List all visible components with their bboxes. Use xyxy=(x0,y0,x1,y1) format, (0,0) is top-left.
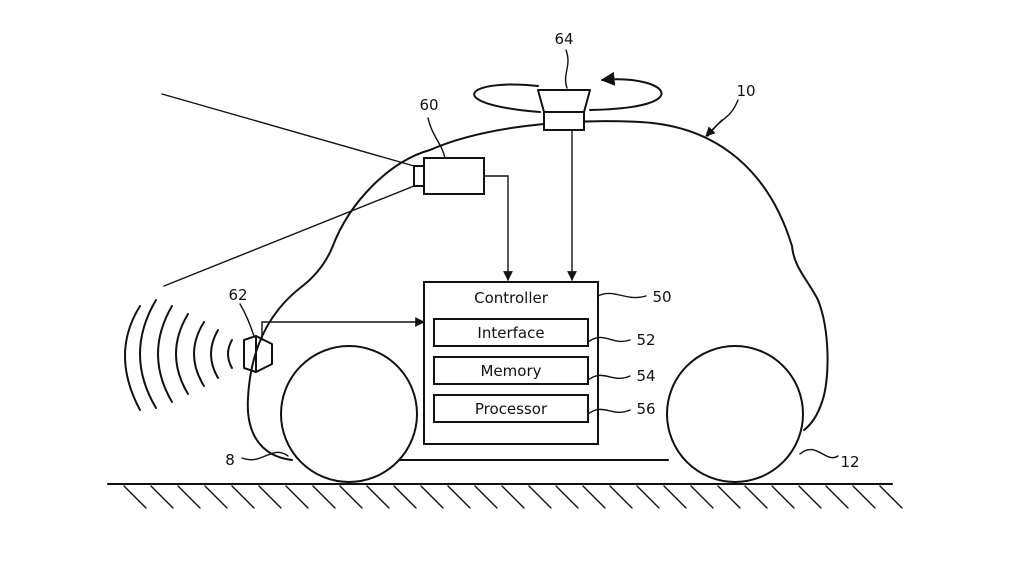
camera xyxy=(161,93,485,287)
label-60: 60 xyxy=(419,96,438,114)
ground-hatch-line xyxy=(582,485,606,509)
vehicle-body xyxy=(246,120,829,461)
label-10: 10 xyxy=(736,82,755,100)
ground-hatch-line xyxy=(501,485,525,509)
ground-hatch-line xyxy=(798,485,822,509)
label-50: 50 xyxy=(652,288,671,306)
memory-block xyxy=(433,356,589,385)
ground-hatch-line xyxy=(663,485,687,509)
ground-hatch-line xyxy=(879,485,903,509)
ground-hatch-line xyxy=(339,485,363,509)
ground-hatch-line xyxy=(123,485,147,509)
label-62: 62 xyxy=(228,286,247,304)
leader-lines xyxy=(239,49,839,461)
sensor-to-controller-arrow xyxy=(261,317,425,341)
ground-hatch-line xyxy=(555,485,579,509)
label-64: 64 xyxy=(554,30,573,48)
ground-hatch-line xyxy=(609,485,633,509)
label-12: 12 xyxy=(840,453,859,471)
ground-hatch-line xyxy=(312,485,336,509)
controller-title: Controller xyxy=(474,289,549,307)
ground-hatch-line xyxy=(177,485,201,509)
label-54: 54 xyxy=(636,367,655,385)
rear-wheel xyxy=(666,345,804,483)
interface-block xyxy=(433,318,589,347)
label-8: 8 xyxy=(225,451,235,469)
camera-to-controller-arrow xyxy=(483,175,513,281)
processor-label: Processor xyxy=(475,400,548,418)
ground-hatch-line xyxy=(528,485,552,509)
interface-label: Interface xyxy=(477,324,544,342)
vehicle-pointer-arrow xyxy=(705,119,723,137)
ground-hatch-line xyxy=(744,485,768,509)
front-sensor xyxy=(124,299,273,411)
ground-hatch-line xyxy=(447,485,471,509)
front-wheel xyxy=(280,345,418,483)
label-56: 56 xyxy=(636,400,655,418)
ground-hatch-line xyxy=(852,485,876,509)
ground-hatch-line xyxy=(474,485,498,509)
ground-hatch-line xyxy=(393,485,417,509)
ground-hatch-line xyxy=(690,485,714,509)
ground-hatch-line xyxy=(366,485,390,509)
label-52: 52 xyxy=(636,331,655,349)
ground-hatch-line xyxy=(636,485,660,509)
ground-hatch-line xyxy=(285,485,309,509)
ground-hatch-line xyxy=(204,485,228,509)
ground-hatch-line xyxy=(420,485,444,509)
ground-hatch-line xyxy=(825,485,849,509)
processor-block xyxy=(433,394,589,423)
ground-hatch-line xyxy=(717,485,741,509)
ground xyxy=(107,483,903,509)
ground-hatch-line xyxy=(231,485,255,509)
ground-hatch-line xyxy=(771,485,795,509)
lidar-sensor xyxy=(473,71,663,131)
memory-label: Memory xyxy=(480,362,541,380)
controller-block: Controller Interface Memory Processor xyxy=(423,281,599,445)
ground-hatch-line xyxy=(150,485,174,509)
ground-hatch-line xyxy=(258,485,282,509)
